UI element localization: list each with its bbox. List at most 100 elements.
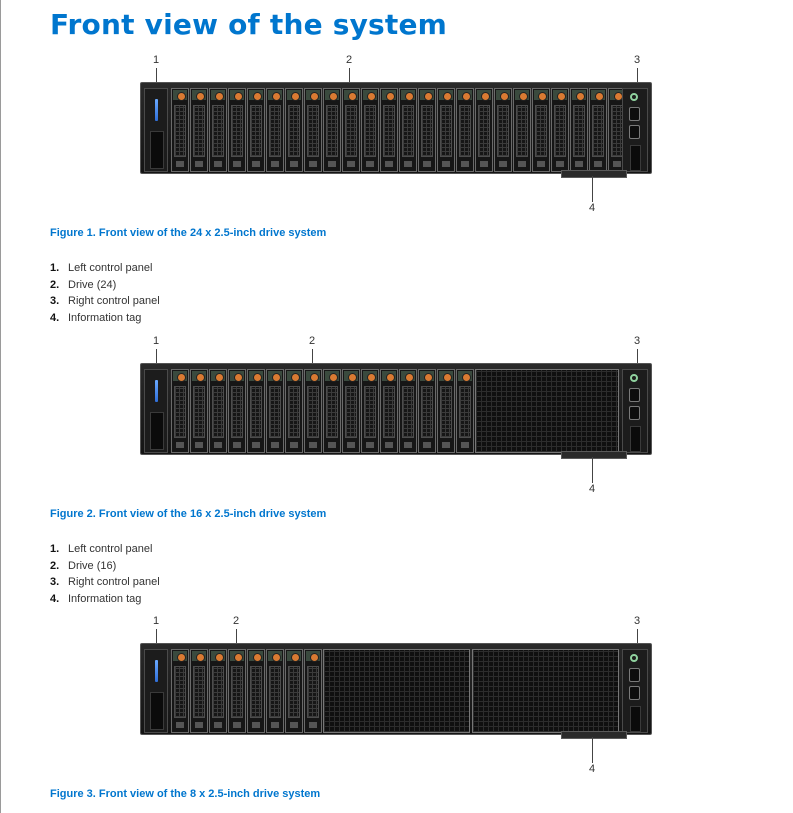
usb-port-icon (629, 686, 640, 700)
ear-slot (630, 706, 641, 732)
drive-bay (228, 369, 246, 453)
drive-latch (347, 161, 355, 167)
callout-line-4 (592, 737, 593, 763)
drive-latch (518, 161, 526, 167)
drive-latch (290, 442, 298, 448)
drive-latch (252, 722, 260, 728)
drive-led-icon (196, 92, 205, 101)
drive-grill (269, 386, 281, 438)
drive-grill (516, 105, 528, 157)
usb-port-icon (629, 388, 640, 402)
drive-latch (176, 722, 184, 728)
callout-line-1 (156, 629, 157, 647)
server-chassis (140, 82, 652, 178)
ear-slot (150, 692, 164, 730)
drive-latch (233, 161, 241, 167)
callout-4: 4 (589, 202, 596, 214)
callout-line-2 (312, 349, 313, 375)
drive-latch (423, 442, 431, 448)
legend-number: 2. (50, 559, 60, 572)
ear-slot (150, 131, 164, 169)
drive-grill (535, 105, 547, 157)
drive-bay (266, 649, 284, 733)
drive-led-icon (215, 653, 224, 662)
drive-grill (345, 105, 357, 157)
drive-led-icon (329, 92, 338, 101)
drive-grill (383, 386, 395, 438)
power-button-icon (630, 654, 638, 662)
drive-bay (171, 369, 189, 453)
drive-latch (214, 442, 222, 448)
drive-led-icon (443, 92, 452, 101)
drive-led-icon (310, 373, 319, 382)
drive-bay (418, 88, 436, 172)
drive-led-icon (557, 92, 566, 101)
drive-grill (402, 386, 414, 438)
drive-latch (442, 161, 450, 167)
legend-item: 2.Drive (16) (50, 558, 160, 575)
drive-grill (250, 666, 262, 718)
drive-grill (326, 105, 338, 157)
drive-grill (212, 105, 224, 157)
power-button-icon (630, 93, 638, 101)
callout-4: 4 (589, 763, 596, 775)
drive-bay (228, 649, 246, 733)
drive-led-icon (348, 373, 357, 382)
status-led-icon (155, 99, 158, 121)
drive-latch (404, 161, 412, 167)
drive-latch (537, 161, 545, 167)
drive-led-icon (367, 92, 376, 101)
usb-port-icon (629, 125, 640, 139)
drive-grill (459, 386, 471, 438)
legend-label: Left control panel (68, 262, 153, 274)
drive-latch (290, 722, 298, 728)
callout-line-2 (236, 629, 237, 655)
usb-port-icon (629, 406, 640, 420)
drive-led-icon (177, 373, 186, 382)
drive-grill (402, 105, 414, 157)
drive-bay (209, 649, 227, 733)
drive-bay (361, 369, 379, 453)
legend-label: Information tag (68, 592, 142, 605)
drive-latch (385, 442, 393, 448)
drive-led-icon (215, 373, 224, 382)
drive-bay (285, 369, 303, 453)
drive-latch (347, 442, 355, 448)
legend-item: 2.Drive (24) (50, 277, 160, 294)
drive-led-icon (234, 92, 243, 101)
server-figure-24-drive: 1 2 3 4 (140, 54, 655, 219)
drive-led-icon (310, 92, 319, 101)
drive-bay (399, 369, 417, 453)
drive-latch (233, 442, 241, 448)
callout-3: 3 (634, 615, 641, 627)
drive-latch (309, 161, 317, 167)
drive-bay (380, 88, 398, 172)
legend-label: Right control panel (68, 576, 160, 588)
drive-led-icon (177, 92, 186, 101)
drive-led-icon (272, 92, 281, 101)
drive-led-icon (462, 92, 471, 101)
legend-number: 4. (50, 311, 60, 324)
drive-grill (364, 386, 376, 438)
ear-slot (630, 426, 641, 452)
drive-grill (231, 666, 243, 718)
drive-grill (231, 105, 243, 157)
drive-latch (309, 722, 317, 728)
server-figure-8-drive: 1 2 3 4 (140, 615, 655, 780)
callout-1: 1 (153, 615, 160, 627)
drive-grill (269, 105, 281, 157)
figure-caption: Figure 2. Front view of the 16 x 2.5-inc… (50, 508, 327, 520)
drive-latch (366, 442, 374, 448)
drive-grill (554, 105, 566, 157)
drive-led-icon (291, 373, 300, 382)
drive-led-icon (253, 653, 262, 662)
drive-latch (252, 161, 260, 167)
drive-led-icon (481, 92, 490, 101)
drive-grill (288, 105, 300, 157)
legend-item: 1.Left control panel (50, 260, 160, 277)
drive-grill (212, 666, 224, 718)
legend-number: 3. (50, 576, 60, 588)
server-chassis (140, 363, 652, 459)
drive-led-icon (424, 373, 433, 382)
drive-grill (478, 105, 490, 157)
